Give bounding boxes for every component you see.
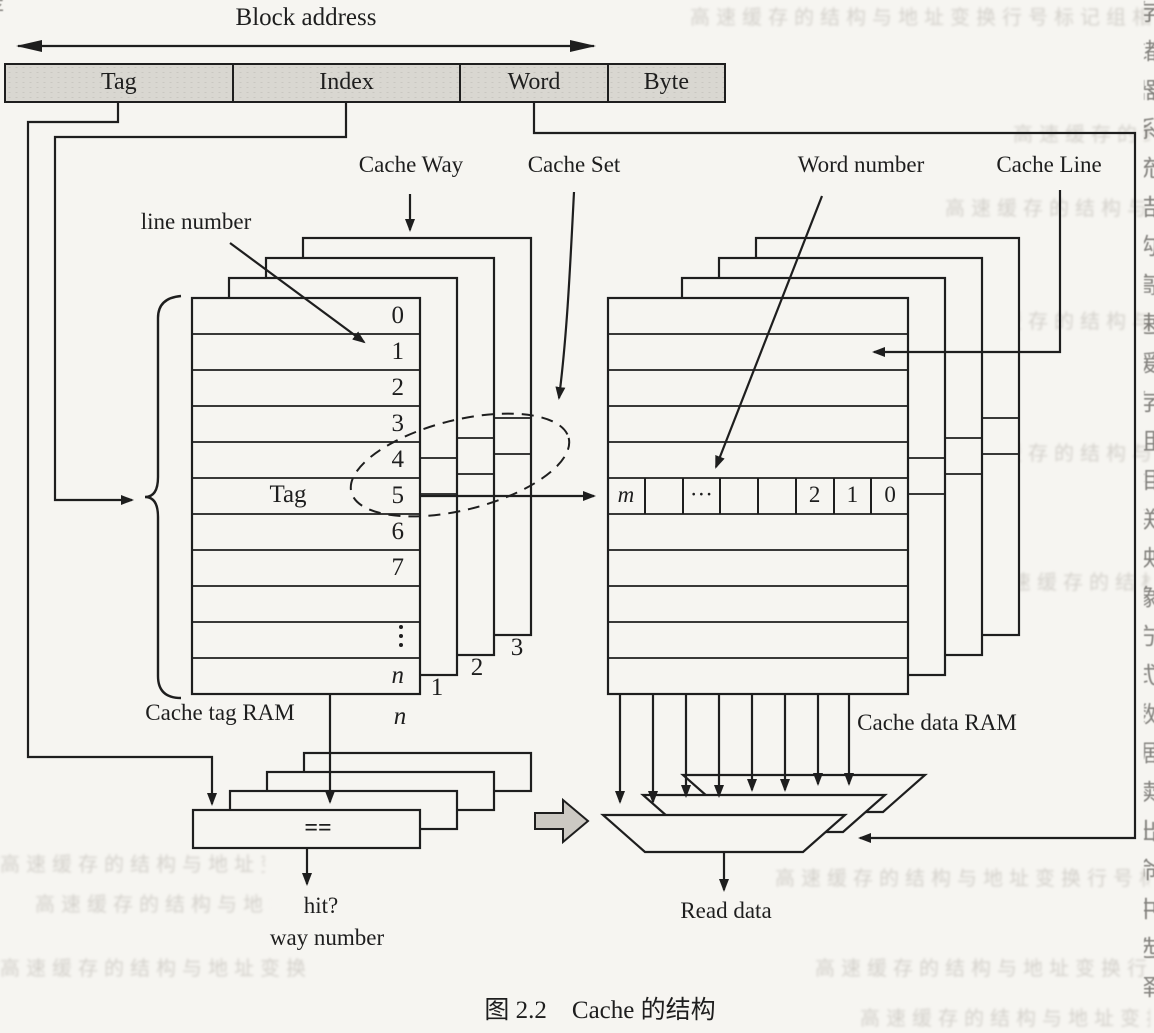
row-label: 3	[391, 410, 405, 437]
field-byte: Byte	[606, 65, 724, 101]
bleed-noise: 高速缓存的结构与地址变换行号标记组相联映像方式中命中率读出数据选择器比较字块内地…	[860, 1008, 1150, 1028]
bleed-noise: 高速缓存的结构与地址变换行号标记组相联映像方式中命中率读出数据选择器比较字块内地…	[775, 868, 1150, 888]
word-cell	[719, 478, 757, 514]
word-cell	[643, 478, 682, 514]
cache-way-label: Cache Way	[358, 152, 464, 177]
field-index: Index	[231, 65, 460, 101]
way-label-1: 1	[430, 674, 444, 701]
word-cell: m	[617, 482, 635, 507]
figure-caption: 图 2.2 Cache 的结构	[484, 997, 716, 1024]
row-label	[192, 622, 404, 658]
bleed-noise: 高速缓存的结构与地址变换行号标记组相联映像方式中命中率读出数据选择器比较字块内地…	[0, 854, 265, 874]
cache-set-label: Cache Set	[527, 152, 621, 177]
cache-data-ram-stack	[606, 236, 1021, 696]
way-label-n: n	[393, 703, 407, 730]
word-cell: ···	[681, 478, 720, 514]
bleed-noise: 高速缓存的结构与地址变换行号标记组相联映像方式中命中率读出数据选择器比较字块内地…	[0, 958, 310, 978]
hit-label: hit?	[303, 893, 339, 918]
row-label: 0	[391, 302, 405, 329]
bleed-edge-text: 存储器系统结构高速缓存组相联映像方式数据读出命中选择比较行号标记字块	[1144, 0, 1154, 1014]
cache-tag-ram-label: Cache tag RAM	[145, 700, 295, 725]
tag-array-brace	[144, 294, 182, 700]
mux-stack	[600, 773, 928, 854]
cache-set-ellipse	[349, 412, 571, 518]
field-word: Word	[459, 65, 606, 101]
connector-arrows	[26, 101, 1137, 892]
row-label: 2	[391, 374, 405, 401]
bleed-noise: 高速缓存的结构与地址变换行号标记组相联映像方式中命中率读出数据选择器比较字块内地…	[815, 958, 1150, 978]
row-label: 6	[391, 518, 405, 545]
word-cell: 2	[794, 478, 833, 514]
field-tag: Tag	[101, 69, 137, 95]
cache-tag-ram-stack	[190, 236, 533, 696]
bleed-noise: 高速缓存的结构与地址变换行号标记组相联映像方式中命中率读出数据选择器比较字块内地…	[35, 894, 270, 914]
bleed-corner-mark: 存储器系统结构高速缓存组相联映像方式数据读出命中选择比较行号标记字块	[0, 0, 4, 18]
bleed-noise: 高速缓存的结构与地址变换行号标记组相联映像方式中命中率读出数据选择器比较字块内地…	[985, 572, 1150, 592]
row-label	[192, 586, 404, 622]
word-number-label: Word number	[797, 152, 925, 177]
row-label: 1	[391, 338, 405, 365]
way-label-3: 3	[510, 634, 524, 661]
word-cell	[757, 478, 795, 514]
bleed-noise: 高速缓存的结构与地址变换行号标记组相联映像方式中命中率读出数据选择器比较字块内地…	[690, 7, 1150, 27]
block-address-bar: Tag Index Word Byte	[4, 63, 726, 103]
block-arrow-icon	[534, 797, 590, 845]
row-label: 4	[391, 446, 405, 473]
line-number-label: line number	[140, 209, 252, 234]
read-data-label: Read data	[680, 898, 772, 923]
word-cell: 0	[870, 478, 908, 514]
row-label: 5	[391, 482, 405, 509]
cache-line-label: Cache Line	[996, 152, 1102, 177]
comparator-stack	[191, 751, 533, 850]
cache-data-ram-label: Cache data RAM	[857, 710, 1017, 735]
tag-cell-label: Tag	[269, 481, 307, 508]
tag-array-row-labels: 0 1 2 3 4 5 6 7 n	[192, 298, 405, 694]
way-number-label: way number	[269, 925, 385, 950]
comparator-label: ==	[304, 815, 332, 841]
way-label-2: 2	[470, 654, 484, 681]
row-label: 7	[391, 554, 405, 581]
cache-tag-ram-rows	[192, 333, 531, 659]
block-address-label: Block address	[235, 4, 377, 31]
row-label: n	[391, 662, 405, 689]
word-cell: 1	[832, 478, 871, 514]
bleed-noise: 高速缓存的结构与地址变换行号标记组相联映像方式中命中率读出数据选择器比较字块内地…	[945, 198, 1150, 218]
ellipsis-dots	[399, 625, 403, 647]
